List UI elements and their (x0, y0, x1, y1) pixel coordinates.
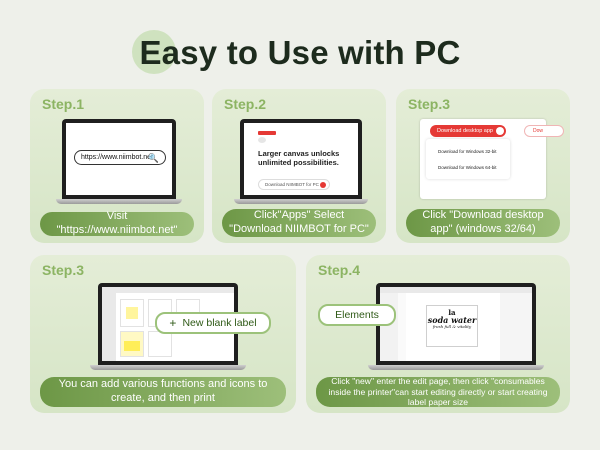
download-dropdown (426, 139, 510, 179)
step-4-caption: Click "new" enter the edit page, then cl… (316, 376, 560, 407)
download-niimbot-pc-button[interactable]: Download NIIMBOT for PC (258, 179, 330, 190)
step-4-card: Step.4 la soda water fresh full & vitali… (306, 255, 570, 413)
step-2-laptop: Larger canvas unlocks unlimited possibil… (234, 119, 368, 205)
label-preview: la soda water fresh full & vitality (426, 305, 478, 347)
niimbot-logo (258, 131, 276, 135)
step-2-caption: Click"Apps" Select "Download NIIMBOT for… (222, 209, 376, 237)
arrow-icon (496, 127, 504, 135)
step-1-laptop: https://www.niimbot.net 🔍 (56, 119, 182, 205)
plus-icon: + (169, 316, 177, 330)
step-1-caption: Visit "https://www.niimbot.net" (40, 210, 194, 236)
title-decor-circle (132, 30, 176, 74)
screen-heading: Larger canvas unlocks unlimited possibil… (258, 149, 340, 167)
option-windows-64[interactable]: Download for Windows 64-bit (438, 165, 497, 170)
new-blank-label-button[interactable]: + New blank label (155, 312, 271, 334)
page-title: Easy to Use with PC (139, 34, 461, 71)
label-preview-line-3: fresh full & vitality (432, 323, 472, 329)
step-3b-card: Step.3 + New blank label You can add var… (30, 255, 296, 413)
step-1-screen: https://www.niimbot.net 🔍 (66, 123, 172, 195)
step-3b-caption: You can add various functions and icons … (40, 377, 286, 407)
download-desktop-app-button[interactable]: Download desktop app (430, 125, 506, 137)
step-3-caption: Click "Download desktop app" (windows 32… (406, 209, 560, 237)
step-4-laptop: la soda water fresh full & vitality (368, 283, 544, 373)
elements-button[interactable]: Elements (318, 304, 396, 326)
url-text: https://www.niimbot.net (81, 154, 153, 161)
step-4-screen: la soda water fresh full & vitality (380, 287, 532, 361)
app-badge-icon (258, 137, 266, 143)
step-3b-label: Step.3 (42, 262, 85, 278)
label-preview-line-2: soda water (427, 315, 477, 326)
download-ghost-button[interactable]: Dow (524, 125, 564, 137)
step-3-card: Step.3 Download desktop app Download for… (396, 89, 570, 243)
search-icon[interactable]: 🔍 (147, 153, 159, 163)
option-windows-32[interactable]: Download for Windows 32-bit (438, 149, 497, 154)
step-2-card: Step.2 Larger canvas unlocks unlimited p… (212, 89, 386, 243)
arrow-icon (320, 182, 326, 188)
step-3-laptop: Download desktop app Download for Window… (420, 119, 566, 205)
step-2-screen: Larger canvas unlocks unlimited possibil… (244, 123, 358, 195)
step-1-label: Step.1 (42, 96, 85, 112)
step-4-label: Step.4 (318, 262, 361, 278)
step-2-label: Step.2 (224, 96, 267, 112)
url-bar[interactable]: https://www.niimbot.net 🔍 (74, 150, 166, 165)
step-1-card: Step.1 https://www.niimbot.net 🔍 Visit "… (30, 89, 204, 243)
step-3-label: Step.3 (408, 96, 451, 112)
label-preview-line-1: la (448, 308, 456, 317)
